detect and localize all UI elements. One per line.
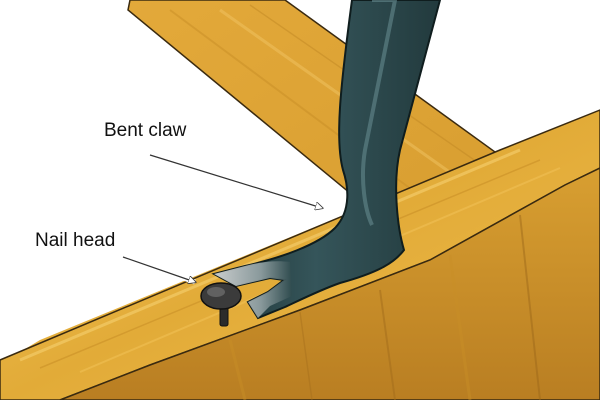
nail-head-label: Nail head	[35, 230, 116, 251]
nail-icon	[200, 282, 242, 327]
nail-head-arrow	[122, 254, 195, 285]
bent-claw-arrow	[149, 152, 322, 208]
wrecking-bar-icon	[211, 0, 442, 320]
bent-claw-label: Bent claw	[104, 120, 187, 141]
